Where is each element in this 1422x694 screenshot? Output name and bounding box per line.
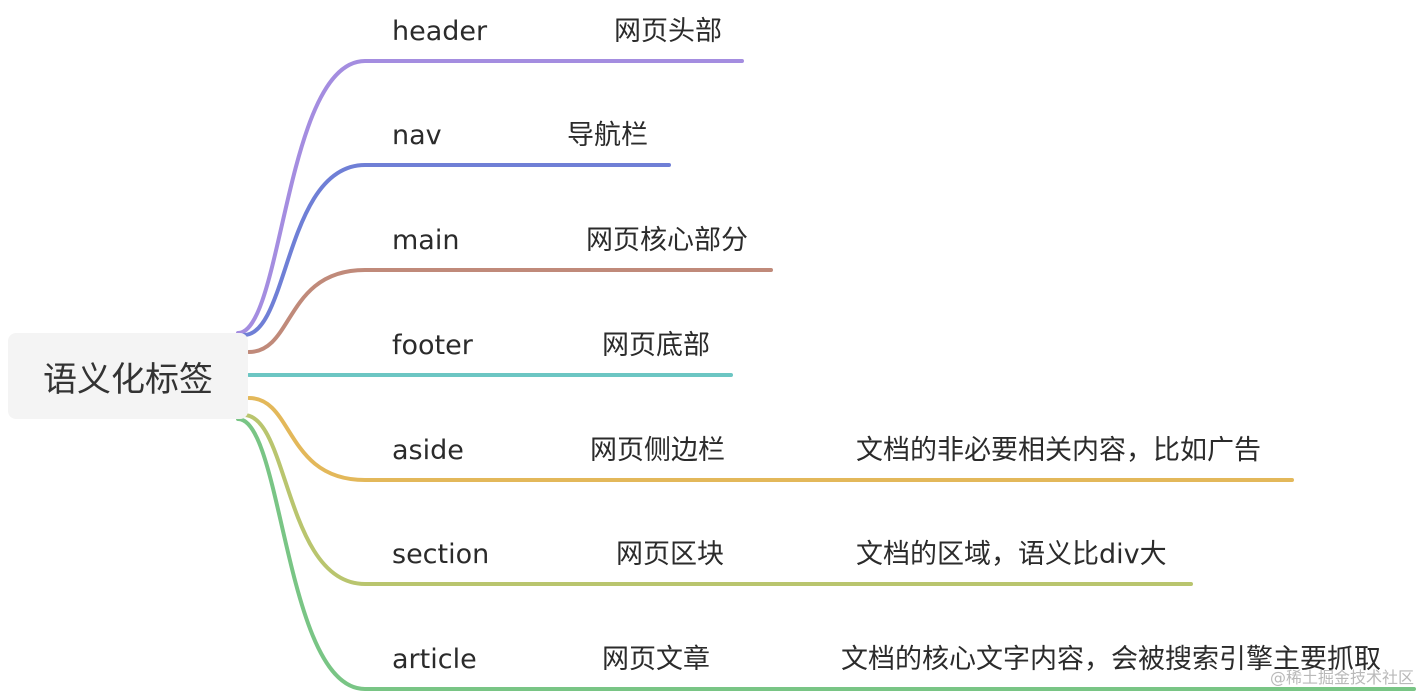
- branch-meaning-aside[interactable]: 网页侧边栏: [590, 435, 725, 466]
- branch-tag-aside[interactable]: aside: [392, 435, 464, 466]
- branch-meaning-nav[interactable]: 导航栏: [567, 120, 648, 151]
- branch-tag-footer[interactable]: footer: [392, 330, 473, 361]
- watermark: @稀土掘金技术社区: [1269, 668, 1414, 687]
- branch-tag-nav[interactable]: nav: [392, 120, 442, 151]
- branch-line-section: [242, 413, 1193, 586]
- branch-line-header: [236, 59, 744, 335]
- branch-note-section[interactable]: 文档的区域，语义比div大: [856, 539, 1167, 570]
- branch-meaning-article[interactable]: 网页文章: [602, 644, 710, 675]
- branch-tag-section[interactable]: section: [392, 539, 490, 570]
- branch-line-aside: [247, 396, 1294, 482]
- branch-tag-article[interactable]: article: [392, 644, 477, 675]
- branch-line-article: [236, 417, 1416, 691]
- root-topic-label: 语义化标签: [43, 359, 213, 400]
- root-topic[interactable]: 语义化标签: [8, 333, 248, 419]
- branch-line-nav: [242, 163, 671, 337]
- branch-line-main: [247, 268, 773, 354]
- branch-meaning-footer[interactable]: 网页底部: [602, 330, 710, 361]
- branch-meaning-section[interactable]: 网页区块: [616, 539, 724, 570]
- branch-meaning-header[interactable]: 网页头部: [614, 16, 722, 47]
- branch-tag-header[interactable]: header: [392, 16, 488, 47]
- branch-note-article[interactable]: 文档的核心文字内容，会被搜索引擎主要抓取: [841, 644, 1381, 675]
- branch-note-aside[interactable]: 文档的非必要相关内容，比如广告: [856, 435, 1261, 466]
- branch-tag-main[interactable]: main: [392, 225, 460, 256]
- branch-meaning-main[interactable]: 网页核心部分: [586, 225, 748, 256]
